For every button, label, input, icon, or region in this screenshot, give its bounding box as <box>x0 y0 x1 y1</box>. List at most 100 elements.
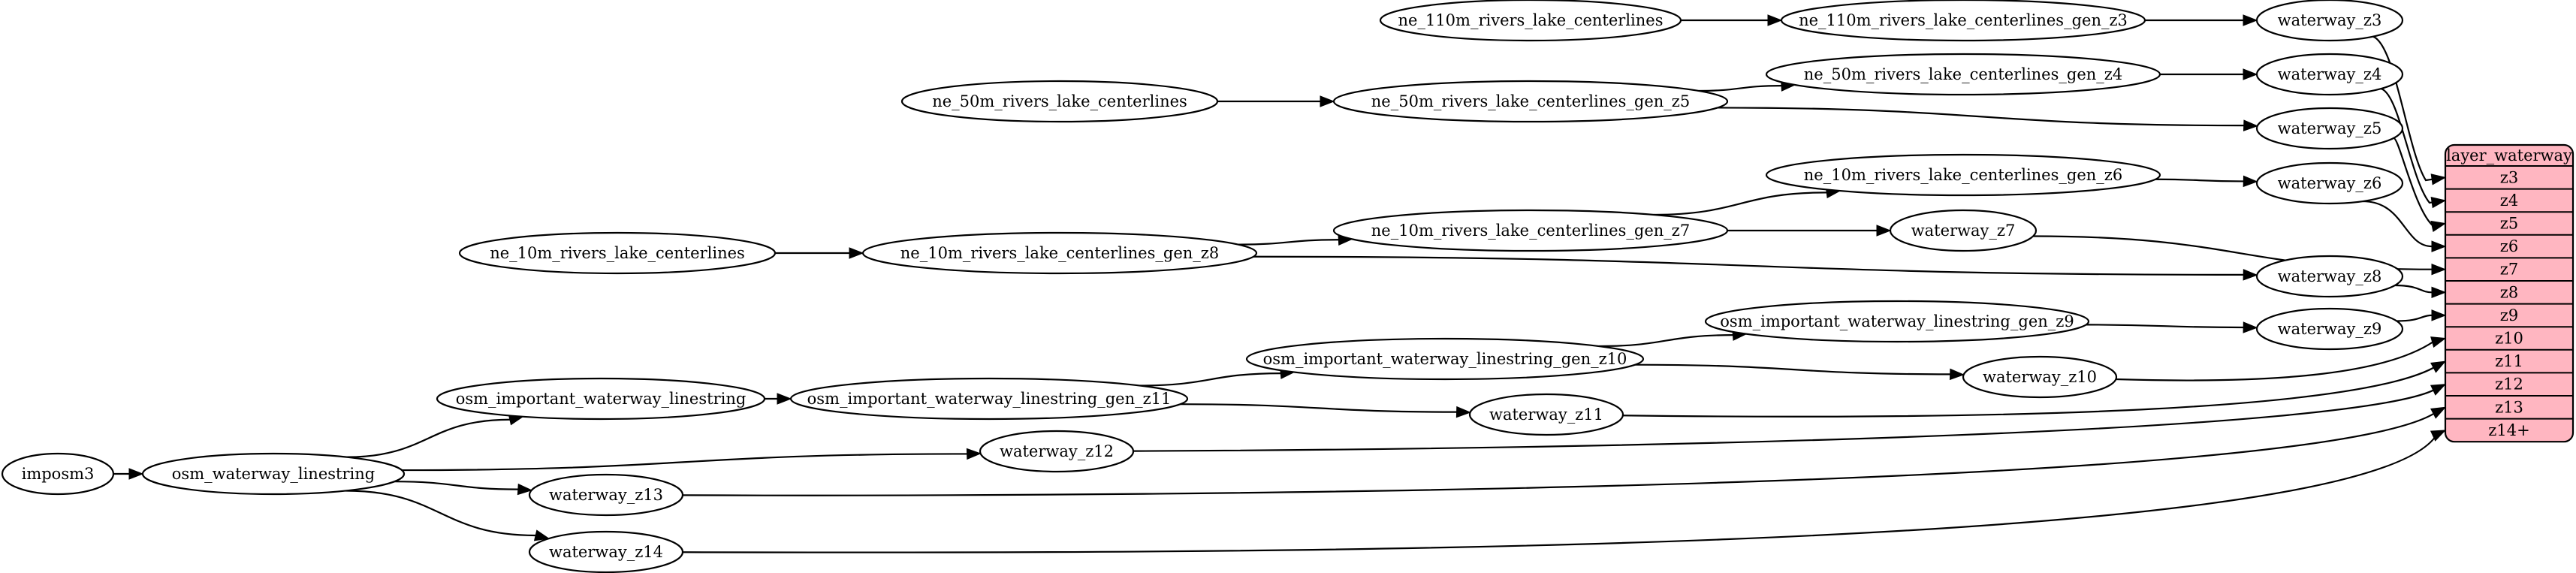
node-waterway-z13-label: waterway_z13 <box>549 486 663 504</box>
edge-ne-10m-rivers-lake-centerlines-gen-z7-to-ne-10m-rivers-lake-centerlines-gen-z6 <box>1653 192 1827 216</box>
node-osm-important-waterway-linestring-gen-z9-label: osm_important_waterway_linestring_gen_z9 <box>1720 312 2074 330</box>
node-ne-10m-rivers-lake-centerlines[interactable]: ne_10m_rivers_lake_centerlines <box>458 231 777 275</box>
node-ne-50m-rivers-lake-centerlines-gen-z5[interactable]: ne_50m_rivers_lake_centerlines_gen_z5 <box>1332 80 1729 123</box>
node-ne-50m-rivers-lake-centerlines[interactable]: ne_50m_rivers_lake_centerlines <box>900 80 1219 123</box>
node-waterway-z12-shape <box>979 430 1135 473</box>
node-imposm3-label: imposm3 <box>22 465 95 483</box>
layer-waterway-field-z7[interactable]: z7 <box>2500 261 2518 279</box>
edge-ne-10m-rivers-lake-centerlines-gen-z6-to-waterway-z6 <box>2155 178 2244 182</box>
layer-waterway-field-z14plus[interactable]: z14+ <box>2488 421 2529 439</box>
node-waterway-z11[interactable]: waterway_z11 <box>1468 393 1624 436</box>
layer-waterway-box <box>2444 143 2574 443</box>
node-ne-110m-rivers-lake-centerlines-gen-z3[interactable]: ne_110m_rivers_lake_centerlines_gen_z3 <box>1780 0 2146 42</box>
node-ne-50m-rivers-lake-centerlines-gen-z4-label: ne_50m_rivers_lake_centerlines_gen_z4 <box>1804 65 2122 83</box>
edge-waterway-z8-to-layer-waterway-z8 <box>2394 284 2433 294</box>
node-ne-10m-rivers-lake-centerlines-gen-z8-label: ne_10m_rivers_lake_centerlines_gen_z8 <box>900 244 1219 262</box>
edge-ne-50m-rivers-lake-centerlines-gen-z5-to-ne-50m-rivers-lake-centerlines-gen-z4 <box>1699 85 1782 92</box>
node-ne-110m-rivers-lake-centerlines-gen-z3-shape <box>1780 0 2146 42</box>
edge-osm-important-waterway-linestring-gen-z10-to-waterway-z10 <box>1635 363 1950 375</box>
edge-ne-10m-rivers-lake-centerlines-gen-z6-to-waterway-z6-arrowhead <box>2243 175 2258 188</box>
edge-waterway-z6-to-layer-waterway-z6 <box>2363 200 2433 248</box>
node-ne-50m-rivers-lake-centerlines-gen-z4[interactable]: ne_50m_rivers_lake_centerlines_gen_z4 <box>1765 53 2161 96</box>
layer-waterway-field-z8[interactable]: z8 <box>2500 283 2518 301</box>
node-waterway-z10[interactable]: waterway_z10 <box>1962 355 2118 399</box>
layer-waterway-field-z4[interactable]: z4 <box>2500 192 2518 210</box>
edge-waterway-z4-to-layer-waterway-z4 <box>2380 88 2433 204</box>
node-osm-important-waterway-linestring-gen-z11[interactable]: osm_important_waterway_linestring_gen_z1… <box>789 377 1189 421</box>
node-waterway-z6-label: waterway_z6 <box>2278 174 2382 192</box>
edge-ne-10m-rivers-lake-centerlines-gen-z8-to-waterway-z8-arrowhead <box>2243 269 2258 281</box>
node-waterway-z3-shape <box>2255 0 2404 42</box>
node-ne-110m-rivers-lake-centerlines-label: ne_110m_rivers_lake_centerlines <box>1398 11 1664 29</box>
node-waterway-z3[interactable]: waterway_z3 <box>2255 0 2404 42</box>
node-waterway-z3-label: waterway_z3 <box>2278 11 2382 29</box>
node-imposm3-shape <box>1 452 115 496</box>
node-waterway-z12[interactable]: waterway_z12 <box>979 430 1135 473</box>
node-ne-110m-rivers-lake-centerlines-shape <box>1379 0 1682 42</box>
edge-waterway-z13-to-layer-waterway-z13 <box>682 411 2438 496</box>
node-ne-50m-rivers-lake-centerlines-gen-z4-shape <box>1765 53 2161 96</box>
edge-waterway-z8-to-layer-waterway-z8-arrowhead <box>2431 286 2447 299</box>
edge-ne-110m-rivers-lake-centerlines-to-ne-110m-rivers-lake-centerlines-gen-z3-arrowhead <box>1767 14 1783 26</box>
edge-ne-10m-rivers-lake-centerlines-gen-z8-to-waterway-z8 <box>1253 255 2244 276</box>
node-waterway-z9-shape <box>2255 307 2404 351</box>
node-osm-important-waterway-linestring-gen-z10-label: osm_important_waterway_linestring_gen_z1… <box>1263 350 1627 368</box>
edge-waterway-z12-to-layer-waterway-z12 <box>1133 388 2438 452</box>
node-waterway-z7[interactable]: waterway_z7 <box>1889 209 2038 252</box>
node-osm-important-waterway-linestring-gen-z9[interactable]: osm_important_waterway_linestring_gen_z9 <box>1704 300 2090 343</box>
node-imposm3[interactable]: imposm3 <box>1 452 115 496</box>
edge-osm-important-waterway-linestring-to-osm-important-waterway-linestring-gen-z11-arrowhead <box>777 393 792 405</box>
node-waterway-z12-label: waterway_z12 <box>1000 442 1114 460</box>
node-ne-50m-rivers-lake-centerlines-gen-z5-shape <box>1332 80 1729 123</box>
edge-waterway-z9-to-layer-waterway-z9-arrowhead <box>2431 309 2447 321</box>
node-waterway-z8-label: waterway_z8 <box>2278 267 2382 285</box>
layer-waterway-field-z12[interactable]: z12 <box>2495 375 2523 394</box>
node-osm-important-waterway-linestring-gen-z11-label: osm_important_waterway_linestring_gen_z1… <box>807 390 1172 408</box>
edge-ne-50m-rivers-lake-centerlines-gen-z5-to-waterway-z5-arrowhead <box>2243 119 2259 131</box>
node-ne-50m-rivers-lake-centerlines-shape <box>900 80 1219 123</box>
layer-waterway-field-z13[interactable]: z13 <box>2495 398 2523 416</box>
layer-waterway-title: layer_waterway <box>2446 146 2572 164</box>
node-ne-110m-rivers-lake-centerlines[interactable]: ne_110m_rivers_lake_centerlines <box>1379 0 1682 42</box>
node-waterway-z6[interactable]: waterway_z6 <box>2255 161 2404 205</box>
node-osm-waterway-linestring[interactable]: osm_waterway_linestring <box>141 452 406 496</box>
edge-osm-waterway-linestring-to-waterway-z12 <box>402 453 967 472</box>
node-ne-10m-rivers-lake-centerlines-gen-z7-label: ne_10m_rivers_lake_centerlines_gen_z7 <box>1371 222 1690 240</box>
node-waterway-z10-shape <box>1962 355 2118 399</box>
node-osm-important-waterway-linestring[interactable]: osm_important_waterway_linestring <box>436 377 766 421</box>
node-ne-10m-rivers-lake-centerlines-gen-z7[interactable]: ne_10m_rivers_lake_centerlines_gen_z7 <box>1332 209 1729 252</box>
layer-waterway-field-z5[interactable]: z5 <box>2500 215 2518 233</box>
node-waterway-z9-label: waterway_z9 <box>2278 320 2382 338</box>
node-waterway-z13[interactable]: waterway_z13 <box>528 473 684 517</box>
node-osm-important-waterway-linestring-gen-z10[interactable]: osm_important_waterway_linestring_gen_z1… <box>1245 337 1645 381</box>
layer-waterway-field-z11[interactable]: z11 <box>2495 352 2523 370</box>
node-waterway-z8[interactable]: waterway_z8 <box>2255 255 2404 298</box>
edge-ne-50m-rivers-lake-centerlines-to-ne-50m-rivers-lake-centerlines-gen-z5-arrowhead <box>1320 95 1335 107</box>
edge-waterway-z11-to-layer-waterway-z11 <box>1622 365 2438 418</box>
edge-ne-10m-rivers-lake-centerlines-gen-z7-to-waterway-z7-arrowhead <box>1876 225 1892 237</box>
node-waterway-z4[interactable]: waterway_z4 <box>2255 53 2404 96</box>
layer-waterway-field-z3[interactable]: z3 <box>2500 168 2518 186</box>
edge-waterway-z3-to-layer-waterway-z3 <box>2372 35 2433 182</box>
node-ne-10m-rivers-lake-centerlines-label: ne_10m_rivers_lake_centerlines <box>490 244 745 262</box>
node-waterway-z9[interactable]: waterway_z9 <box>2255 307 2404 351</box>
node-ne-10m-rivers-lake-centerlines-gen-z6[interactable]: ne_10m_rivers_lake_centerlines_gen_z6 <box>1765 153 2161 197</box>
node-osm-important-waterway-linestring-gen-z9-shape <box>1704 300 2090 343</box>
edge-osm-important-waterway-linestring-gen-z10-to-waterway-z10-arrowhead <box>1949 368 1965 381</box>
node-waterway-z5-shape <box>2255 107 2404 150</box>
node-waterway-z5[interactable]: waterway_z5 <box>2255 107 2404 150</box>
node-waterway-z8-shape <box>2255 255 2404 298</box>
edge-osm-important-waterway-linestring-gen-z11-to-waterway-z11-arrowhead <box>1455 406 1471 418</box>
node-ne-10m-rivers-lake-centerlines-gen-z6-shape <box>1765 153 2161 197</box>
layer-waterway-field-z6[interactable]: z6 <box>2500 237 2518 255</box>
node-waterway-z14[interactable]: waterway_z14 <box>528 530 684 573</box>
node-waterway-z7-label: waterway_z7 <box>1911 222 2016 240</box>
node-ne-10m-rivers-lake-centerlines-gen-z8[interactable]: ne_10m_rivers_lake_centerlines_gen_z8 <box>861 231 1258 275</box>
edge-osm-waterway-linestring-to-waterway-z14 <box>345 490 536 537</box>
node-waterway-z4-shape <box>2255 53 2404 96</box>
layer-waterway-field-z10[interactable]: z10 <box>2495 330 2523 348</box>
node-osm-important-waterway-linestring-label: osm_important_waterway_linestring <box>456 390 747 408</box>
layer-waterway-field-z9[interactable]: z9 <box>2500 306 2518 324</box>
edge-osm-important-waterway-linestring-gen-z9-to-waterway-z9-arrowhead <box>2243 321 2258 333</box>
